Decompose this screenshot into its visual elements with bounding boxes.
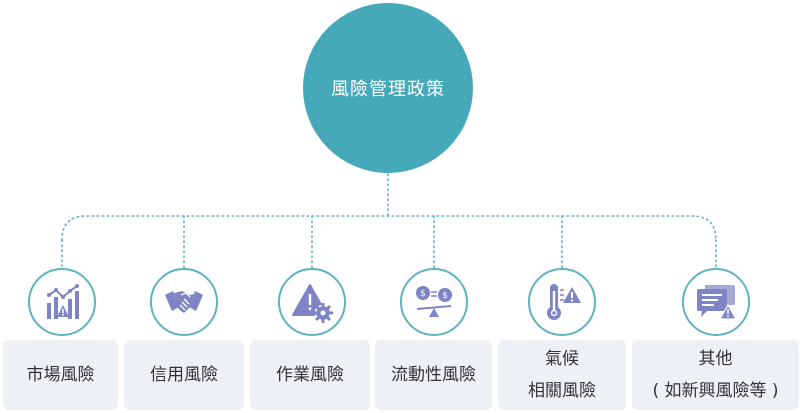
credit-icon-circle	[150, 268, 218, 336]
market-icon-circle	[28, 268, 96, 336]
thermometer-warning-icon	[547, 284, 581, 320]
category-box-liquidity: 流動性風險	[375, 340, 492, 410]
warning-gear-icon	[292, 284, 333, 323]
other-icon-circle	[682, 268, 750, 336]
category-label-line2: ( 如新興風險等 )	[652, 381, 779, 401]
category-label-line1: 氣候	[545, 349, 579, 369]
category-box-operational: 作業風險	[250, 340, 370, 410]
category-box-market: 市場風險	[3, 340, 118, 410]
category-label-line2: 相關風險	[528, 381, 596, 401]
svg-text:$: $	[442, 291, 448, 301]
chat-warning-icon	[697, 285, 737, 320]
category-box-other: 其他 ( 如新興風險等 )	[632, 340, 799, 410]
root-node: 風險管理政策	[303, 3, 473, 173]
handshake-icon	[165, 291, 203, 313]
category-label-line1: 其他	[698, 349, 733, 369]
svg-text:$: $	[420, 289, 426, 299]
root-label: 風險管理政策	[331, 79, 445, 100]
category-label: 信用風險	[150, 365, 218, 385]
category-box-credit: 信用風險	[124, 340, 244, 410]
market-chart-icon	[47, 284, 79, 319]
category-label: 作業風險	[276, 365, 344, 385]
operational-icon-circle	[278, 268, 346, 336]
connector-bar	[61, 215, 717, 241]
currency-balance-icon: $ $	[416, 286, 452, 317]
category-label: 流動性風險	[391, 365, 476, 385]
category-label: 市場風險	[26, 365, 95, 385]
liquidity-icon-circle: $ $	[400, 268, 468, 336]
category-box-climate: 氣候 相關風險	[498, 340, 626, 410]
climate-icon-circle	[528, 268, 596, 336]
